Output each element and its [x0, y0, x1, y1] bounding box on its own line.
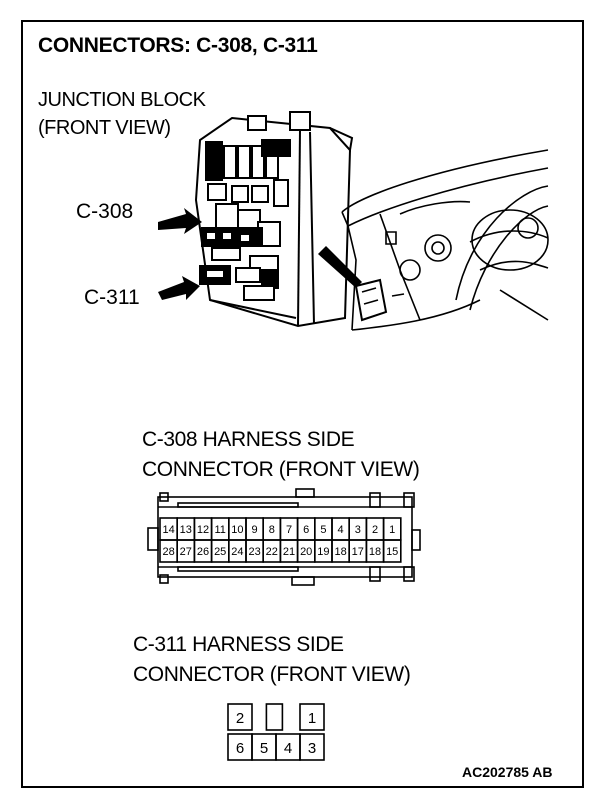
- c308-pin-label: 10: [231, 524, 243, 536]
- c308-pin-label: 6: [303, 524, 309, 536]
- page-title: CONNECTORS: C-308, C-311: [38, 34, 318, 57]
- junction-block-line1: JUNCTION BLOCK: [38, 89, 206, 111]
- c308-pin-label: 8: [269, 524, 275, 536]
- junction-block-illustration: [194, 111, 354, 328]
- c308-pin-label: 15: [386, 546, 398, 558]
- c308-label-line2: CONNECTOR (FRONT VIEW): [142, 458, 420, 481]
- dashboard-illustration: [341, 149, 549, 331]
- c308-pin-label: 3: [355, 524, 361, 536]
- c311-pin-cell: [299, 733, 325, 761]
- c311-pin-label: 4: [284, 740, 292, 757]
- c308-pin-label: 11: [214, 524, 225, 536]
- c308-pin-label: 18: [334, 546, 346, 558]
- c311-pin-cell: [265, 703, 284, 731]
- c308-pin-label: 1: [389, 524, 395, 536]
- c311-arrow-icon: [158, 276, 200, 300]
- c311-pin-label: 2: [236, 710, 244, 727]
- c308-pin-label: 5: [320, 524, 326, 536]
- c308-arrow-icon: [158, 208, 202, 234]
- junction-block-label: JUNCTION BLOCK (FRONT VIEW): [38, 86, 206, 142]
- c311-label-line2: CONNECTOR (FRONT VIEW): [133, 663, 411, 686]
- c308-pin-label: 9: [252, 524, 258, 536]
- c311-pin-cell: [299, 703, 325, 731]
- c311-pin-label: 6: [236, 740, 244, 757]
- c308-pin-label: 21: [283, 546, 295, 558]
- c308-pin-label: 7: [286, 524, 292, 536]
- location-pointer-icon: [318, 246, 362, 288]
- c311-pin-label: 5: [260, 740, 268, 757]
- c308-pin-label: 17: [352, 546, 364, 558]
- c311-pin-cell: [227, 703, 253, 731]
- c311-callout-label: C-311: [84, 286, 140, 309]
- c308-pin-label: 26: [197, 546, 209, 558]
- c308-pin-label: 25: [214, 546, 226, 558]
- c308-pin-label: 14: [162, 524, 174, 536]
- c311-pin-label: 1: [308, 710, 316, 727]
- junction-block-line2: (FRONT VIEW): [38, 117, 171, 139]
- c308-label-line1: C-308 HARNESS SIDE: [142, 428, 355, 451]
- c308-pin-label: 13: [180, 524, 192, 536]
- c311-pin-label: 3: [308, 740, 316, 757]
- c308-pin-label: 12: [197, 524, 209, 536]
- c308-pin-label: 28: [162, 546, 174, 558]
- c308-pin-label: 19: [317, 546, 329, 558]
- c308-connector-label: C-308 HARNESS SIDE CONNECTOR (FRONT VIEW…: [142, 425, 420, 485]
- c308-pin-label: 24: [231, 546, 243, 558]
- c308-pin-label: 20: [300, 546, 312, 558]
- figure-frame: [21, 20, 584, 788]
- figure-code: AC202785 AB: [462, 764, 553, 780]
- c308-pin-cell: [382, 539, 402, 563]
- c308-callout-label: C-308: [76, 200, 134, 223]
- c311-connector-label: C-311 HARNESS SIDE CONNECTOR (FRONT VIEW…: [133, 630, 411, 690]
- c308-pin-label: 4: [338, 524, 344, 536]
- c308-pin-label: 27: [180, 546, 192, 558]
- c308-pin-label: 18: [369, 546, 381, 558]
- c308-pin-label: 23: [248, 546, 260, 558]
- c308-pin-label: 2: [372, 524, 378, 536]
- c308-pin-label: 22: [266, 546, 278, 558]
- c311-label-line1: C-311 HARNESS SIDE: [133, 633, 344, 656]
